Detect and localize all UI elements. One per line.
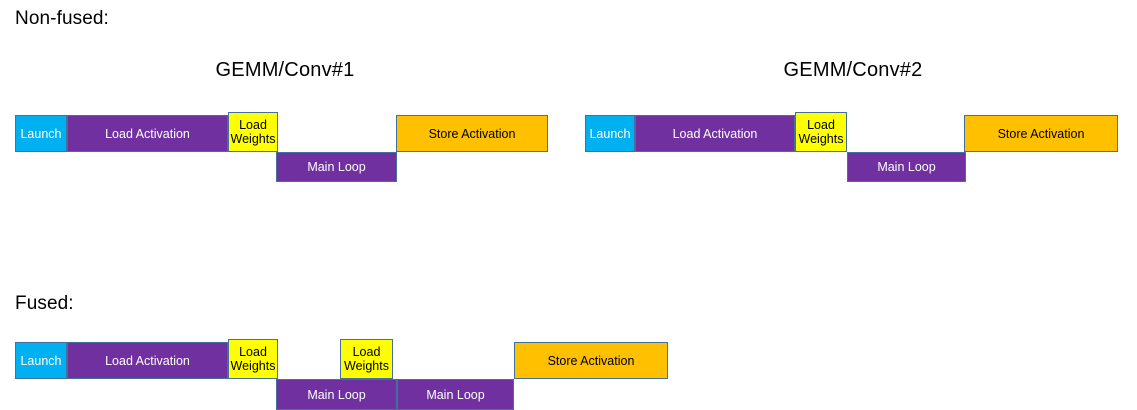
bar-fused-load-weights-2: Load Weights [340, 339, 393, 379]
bar-fused-main-loop-2: Main Loop [397, 379, 514, 410]
bar-gemm1-load-activation: Load Activation [67, 115, 228, 152]
group-title-gemm-conv-1: GEMM/Conv#1 [215, 59, 355, 81]
bar-gemm1-load-weights: Load Weights [228, 112, 278, 152]
bar-gemm1-launch: Launch [15, 115, 67, 152]
section-label-non-fused: Non-fused: [15, 8, 109, 29]
bar-gemm2-load-weights: Load Weights [795, 112, 847, 152]
bar-fused-main-loop-1: Main Loop [276, 379, 397, 410]
group-title-gemm-conv-2: GEMM/Conv#2 [783, 59, 923, 81]
bar-gemm2-load-activation: Load Activation [635, 115, 795, 152]
bar-gemm2-main-loop: Main Loop [847, 152, 966, 182]
bar-fused-load-activation: Load Activation [67, 342, 228, 379]
bar-gemm1-main-loop: Main Loop [276, 152, 397, 182]
bar-gemm1-store-activation: Store Activation [396, 115, 548, 152]
section-label-fused: Fused: [15, 293, 74, 314]
bar-fused-launch: Launch [15, 342, 67, 379]
bar-fused-load-weights-1: Load Weights [228, 339, 278, 379]
bar-fused-store-activation: Store Activation [514, 342, 668, 379]
bar-gemm2-store-activation: Store Activation [964, 115, 1118, 152]
bar-gemm2-launch: Launch [585, 115, 635, 152]
